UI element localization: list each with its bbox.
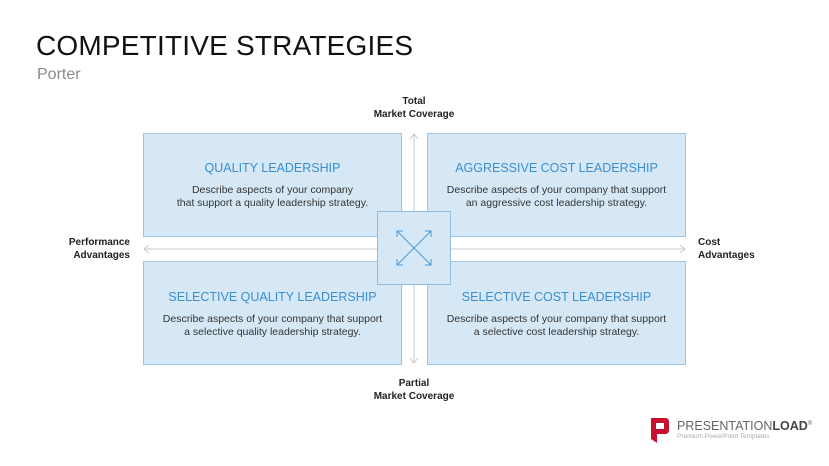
quadrant-heading: SELECTIVE QUALITY LEADERSHIP: [168, 290, 377, 304]
quadrant-text: that support a quality leadership strate…: [176, 197, 369, 209]
presentationload-logo-icon: [651, 418, 669, 443]
quadrant-heading: QUALITY LEADERSHIP: [204, 161, 341, 175]
quadrant-quality-leadership: QUALITY LEADERSHIP Describe aspects of y…: [143, 133, 402, 237]
quadrant-text: Describe aspects of your company that su…: [446, 184, 667, 196]
quadrant-heading: AGGRESSIVE COST LEADERSHIP: [455, 161, 658, 175]
page-subtitle: Porter: [37, 66, 81, 83]
quadrant-heading: SELECTIVE COST LEADERSHIP: [461, 290, 652, 304]
quadrant-text: Describe aspects of your company that su…: [162, 313, 383, 325]
quadrant-text: an aggressive cost leadership strategy.: [465, 197, 648, 209]
page-title: COMPETITIVE STRATEGIES: [36, 30, 414, 61]
quadrant-text: a selective quality leadership strategy.: [184, 326, 361, 338]
quadrant-text: Describe aspects of your company: [191, 184, 354, 196]
quadrant-text: a selective cost leadership strategy.: [473, 326, 640, 338]
quadrant-aggressive-cost-leadership: AGGRESSIVE COST LEADERSHIP Describe aspe…: [427, 133, 686, 237]
quadrant-selective-quality-leadership: SELECTIVE QUALITY LEADERSHIP Describe as…: [143, 261, 402, 365]
quadrant-text: Describe aspects of your company that su…: [446, 313, 667, 325]
quadrant-selective-cost-leadership: SELECTIVE COST LEADERSHIP Describe aspec…: [427, 261, 686, 365]
center-cross-arrows-icon: [377, 211, 451, 285]
logo-tagline: Premium PowerPoint Templates: [677, 433, 770, 440]
logo-wordmark: PRESENTATIONLOAD®: [677, 419, 813, 433]
